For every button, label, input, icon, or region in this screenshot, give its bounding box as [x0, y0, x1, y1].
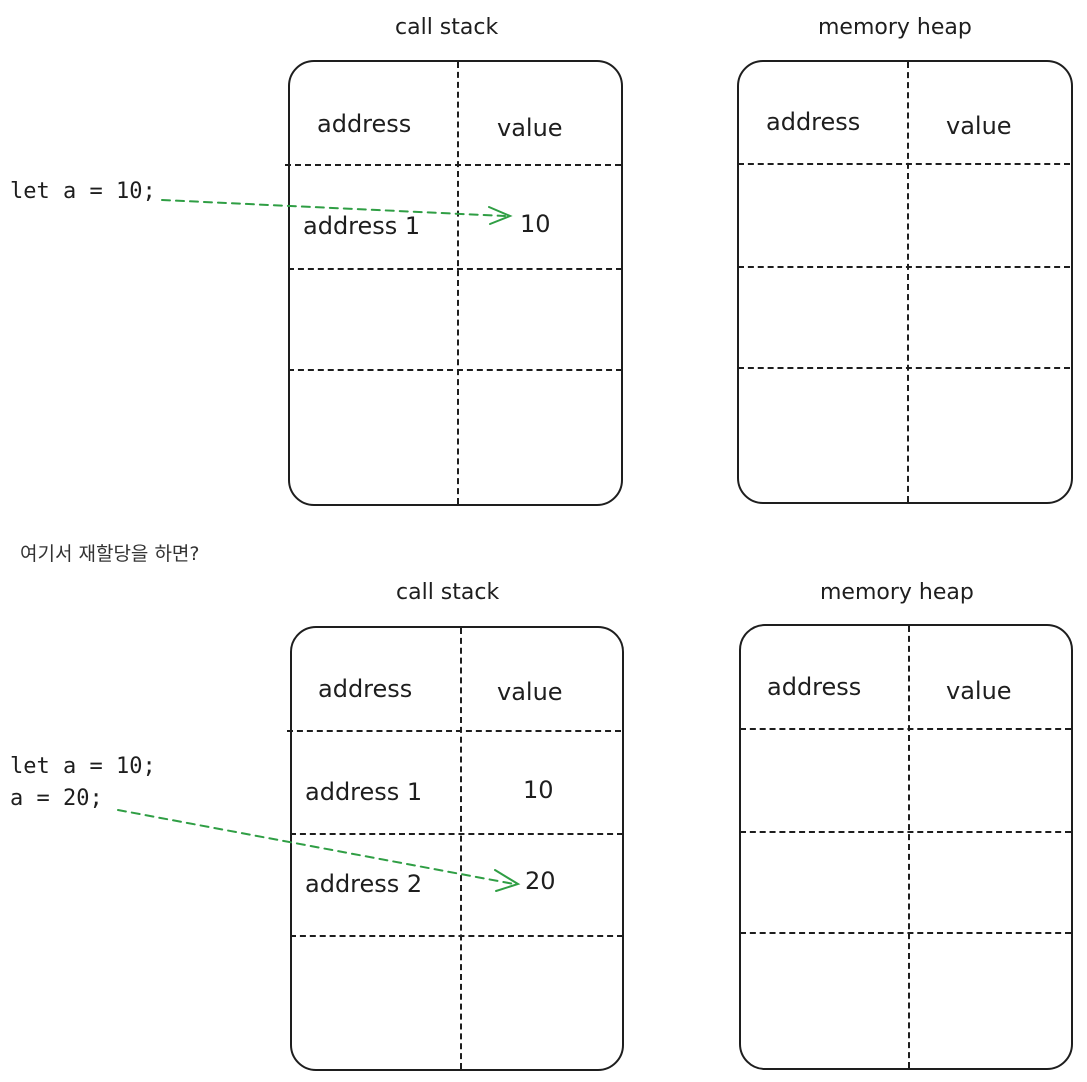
- column-divider: [460, 628, 462, 1069]
- row-divider: [290, 833, 623, 835]
- top-memory-heap-panel: [737, 60, 1073, 504]
- row-divider: [738, 266, 1070, 268]
- reassignment-question: 여기서 재할당을 하면?: [20, 543, 200, 565]
- top-call-stack-row1-value: 10: [520, 210, 551, 238]
- top-memory-heap-value-header: value: [946, 112, 1012, 140]
- bottom-memory-heap-panel: [739, 624, 1073, 1070]
- bottom-code-line-1: let a = 10;: [10, 754, 156, 779]
- row-divider: [740, 932, 1071, 934]
- top-call-stack-panel: [288, 60, 623, 506]
- bottom-memory-heap-title: memory heap: [820, 580, 974, 605]
- bottom-call-stack-row1-value: 10: [523, 776, 554, 804]
- row-divider: [740, 831, 1071, 833]
- row-divider: [740, 728, 1071, 730]
- row-divider: [738, 163, 1070, 165]
- row-divider: [738, 367, 1070, 369]
- row-divider: [288, 369, 622, 371]
- top-memory-heap-address-header: address: [766, 108, 861, 136]
- top-code-line-1: let a = 10;: [10, 179, 156, 204]
- bottom-code-line-2: a = 20;: [10, 786, 103, 811]
- row-divider: [288, 268, 622, 270]
- top-call-stack-row1-address: address 1: [303, 212, 421, 240]
- row-divider: [290, 935, 623, 937]
- top-call-stack-value-header: value: [497, 114, 563, 142]
- bottom-memory-heap-value-header: value: [946, 677, 1012, 705]
- column-divider: [457, 62, 459, 504]
- bottom-call-stack-row2-address: address 2: [305, 870, 423, 898]
- row-divider: [285, 164, 621, 166]
- column-divider: [908, 626, 910, 1068]
- bottom-call-stack-row2-value: 20: [525, 867, 556, 895]
- column-divider: [907, 62, 909, 502]
- bottom-memory-heap-address-header: address: [767, 673, 862, 701]
- top-memory-heap-title: memory heap: [818, 15, 972, 40]
- row-divider: [287, 730, 621, 732]
- bottom-call-stack-row1-address: address 1: [305, 778, 423, 806]
- bottom-call-stack-address-header: address: [318, 675, 413, 703]
- bottom-call-stack-value-header: value: [497, 678, 563, 706]
- top-call-stack-title: call stack: [395, 15, 499, 40]
- bottom-call-stack-title: call stack: [396, 580, 500, 605]
- top-call-stack-address-header: address: [317, 110, 412, 138]
